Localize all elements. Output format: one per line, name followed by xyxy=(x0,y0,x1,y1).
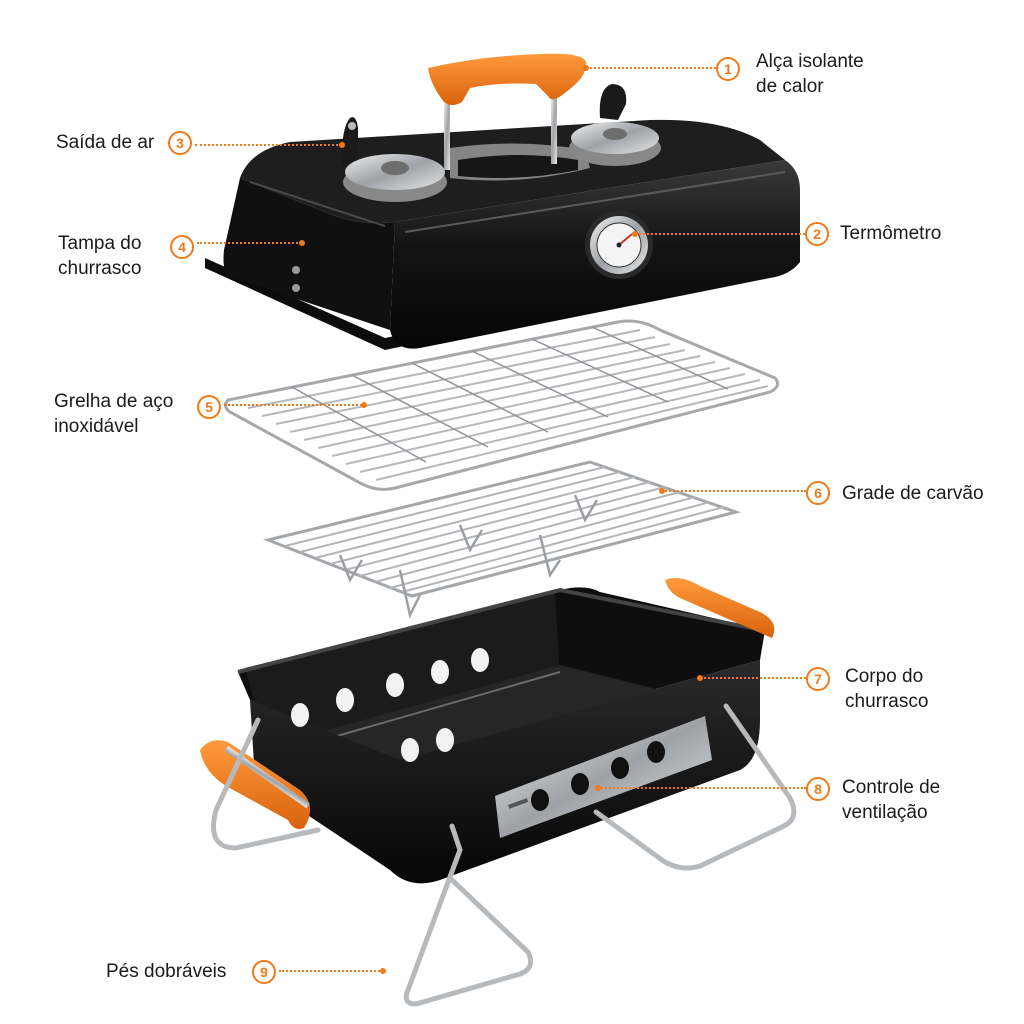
thermometer-icon xyxy=(585,211,653,279)
callout-2-leader xyxy=(635,233,805,235)
callout-2-number: 2 xyxy=(805,222,829,246)
air-vent-left xyxy=(341,117,447,202)
callout-5-anchor xyxy=(361,402,367,408)
callout-9-number: 9 xyxy=(252,960,276,984)
callout-6-number: 6 xyxy=(806,481,830,505)
folding-legs xyxy=(211,703,797,1007)
callout-3-anchor xyxy=(339,142,345,148)
callout-2-label: Termômetro xyxy=(840,223,942,244)
callout-6-leader xyxy=(662,490,806,492)
callout-3-label: Saída de ar xyxy=(56,132,155,153)
air-vent-right xyxy=(569,84,661,166)
callout-6-label: Grade de carvão xyxy=(842,483,984,504)
heat-insulating-handle xyxy=(428,53,587,170)
callout-7-leader xyxy=(700,677,806,679)
callout-5-leader xyxy=(224,404,362,406)
callout-3-number: 3 xyxy=(168,131,192,155)
callout-4-leader xyxy=(197,242,302,244)
callout-8-number: 8 xyxy=(806,777,830,801)
callout-1-number: 1 xyxy=(716,57,740,81)
callout-8-leader xyxy=(598,787,806,789)
callout-9-label: Pés dobráveis xyxy=(106,961,227,982)
callout-9-anchor xyxy=(380,968,386,974)
charcoal-grate xyxy=(263,460,742,619)
callout-9-leader xyxy=(279,970,383,972)
callout-4-anchor xyxy=(299,240,305,246)
callout-7-number: 7 xyxy=(806,667,830,691)
ventilation-control xyxy=(495,716,712,838)
callout-5-number: 5 xyxy=(197,395,221,419)
callout-1-leader xyxy=(586,67,716,69)
callout-4-number: 4 xyxy=(170,235,194,259)
callout-3-leader xyxy=(195,144,342,146)
stainless-grill-grate xyxy=(223,319,780,491)
grill-body xyxy=(200,578,775,884)
